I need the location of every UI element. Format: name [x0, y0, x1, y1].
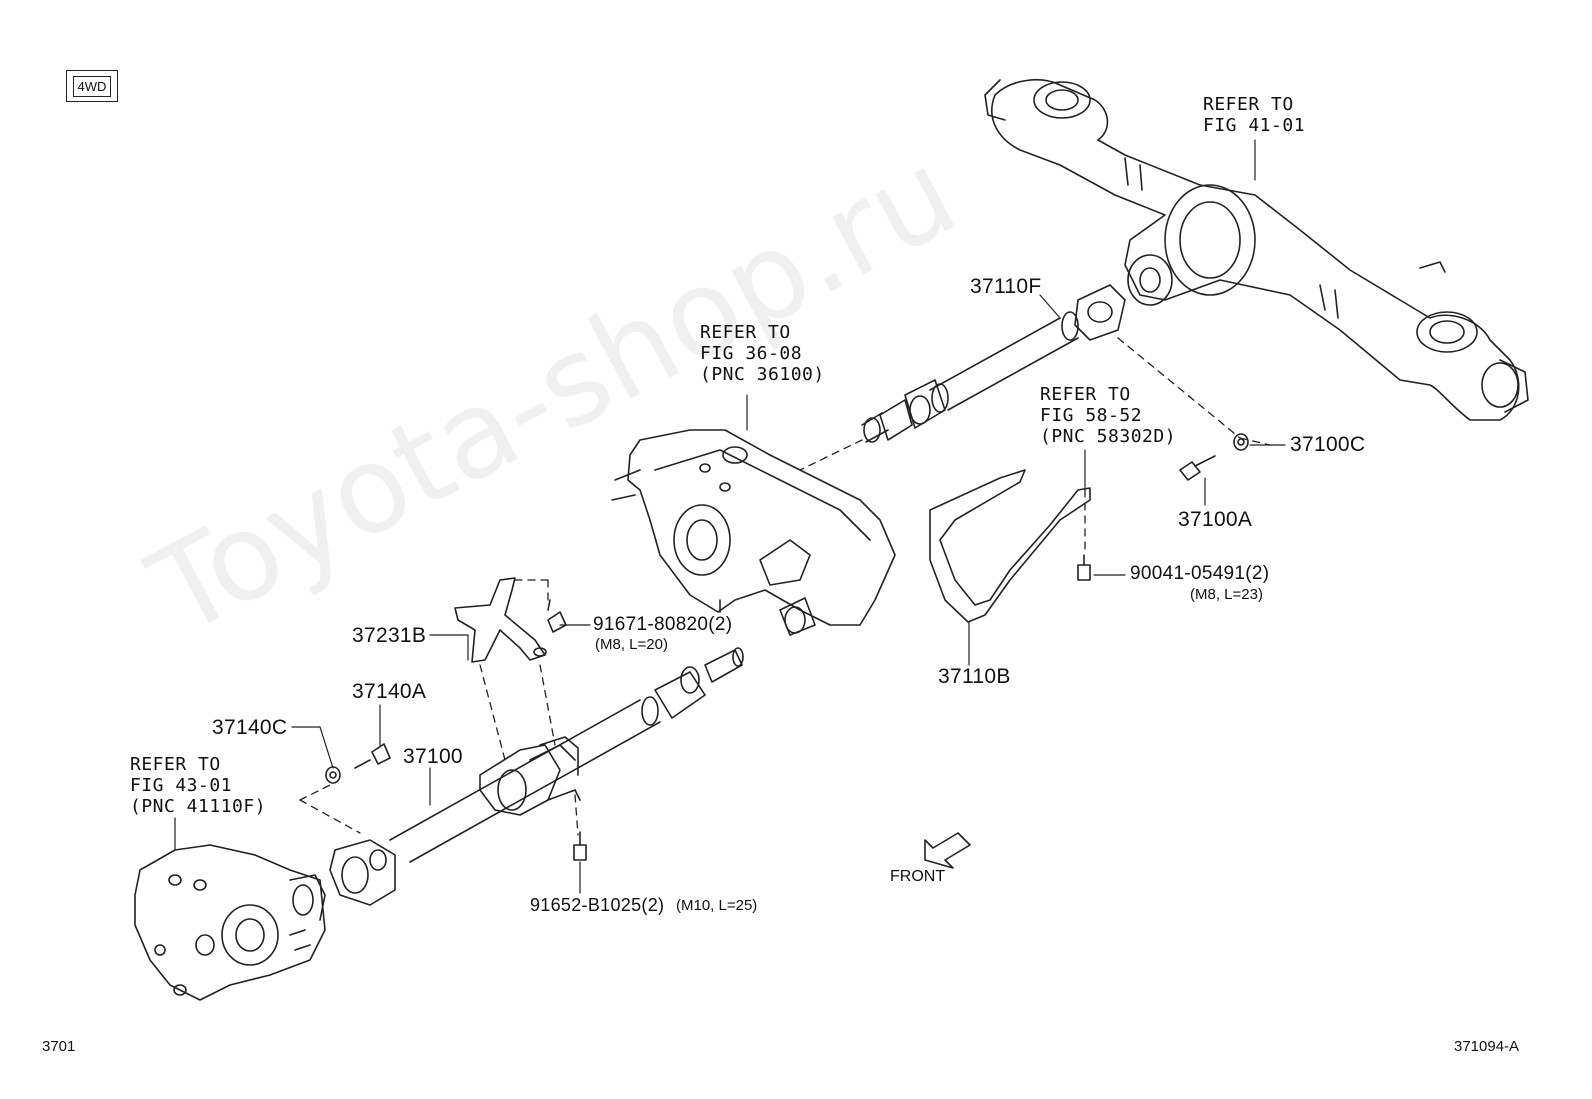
- center-bearing-bracket: [454, 577, 547, 663]
- figure-section-number: 3701: [42, 1038, 76, 1055]
- part-91652-spec: (M10, L=25): [676, 897, 758, 914]
- rear-axle-housing: [984, 79, 1529, 421]
- rear-propeller-shaft: [861, 284, 1126, 443]
- assembly-guide-lines: [299, 337, 1271, 836]
- front-differential: [134, 844, 326, 1001]
- part-91652-B1025[interactable]: 91652-B1025(2): [530, 895, 665, 915]
- leader-lines: [174, 139, 1286, 894]
- front-direction-label: FRONT: [890, 868, 946, 885]
- front-arrow-icon: [924, 832, 971, 869]
- ref-transfer-case[interactable]: REFER TO FIG 36-08 (PNC 36100): [700, 322, 825, 385]
- drive-type-badge: 4WD: [66, 70, 118, 102]
- part-37140A[interactable]: 37140A: [352, 680, 427, 703]
- part-91671-80820[interactable]: 91671-80820(2): [593, 614, 733, 635]
- part-37100C[interactable]: 37100C: [1290, 433, 1366, 456]
- transfer-case: [611, 429, 896, 636]
- part-90041-05491[interactable]: 90041-05491(2): [1130, 563, 1270, 584]
- part-37140C[interactable]: 37140C: [212, 716, 288, 739]
- ref-front-differential[interactable]: REFER TO FIG 43-01 (PNC 41110F): [130, 754, 267, 817]
- heat-insulator: [929, 469, 1091, 623]
- front-propeller-shaft: [329, 647, 744, 906]
- part-90041-spec: (M8, L=23): [1190, 586, 1263, 603]
- part-37110B[interactable]: 37110B: [938, 665, 1011, 688]
- ref-heat-insulator[interactable]: REFER TO FIG 58-52 (PNC 58302D): [1040, 384, 1177, 447]
- part-37100A[interactable]: 37100A: [1178, 508, 1253, 531]
- part-37231B[interactable]: 37231B: [352, 624, 427, 647]
- ref-rear-axle[interactable]: REFER TO FIG 41-01: [1203, 94, 1306, 136]
- part-37110F[interactable]: 37110F: [970, 275, 1042, 298]
- fasteners: [325, 433, 1249, 861]
- part-37100[interactable]: 37100: [403, 745, 463, 768]
- illustration-number: 371094-A: [1454, 1038, 1520, 1055]
- part-91671-spec: (M8, L=20): [595, 636, 668, 653]
